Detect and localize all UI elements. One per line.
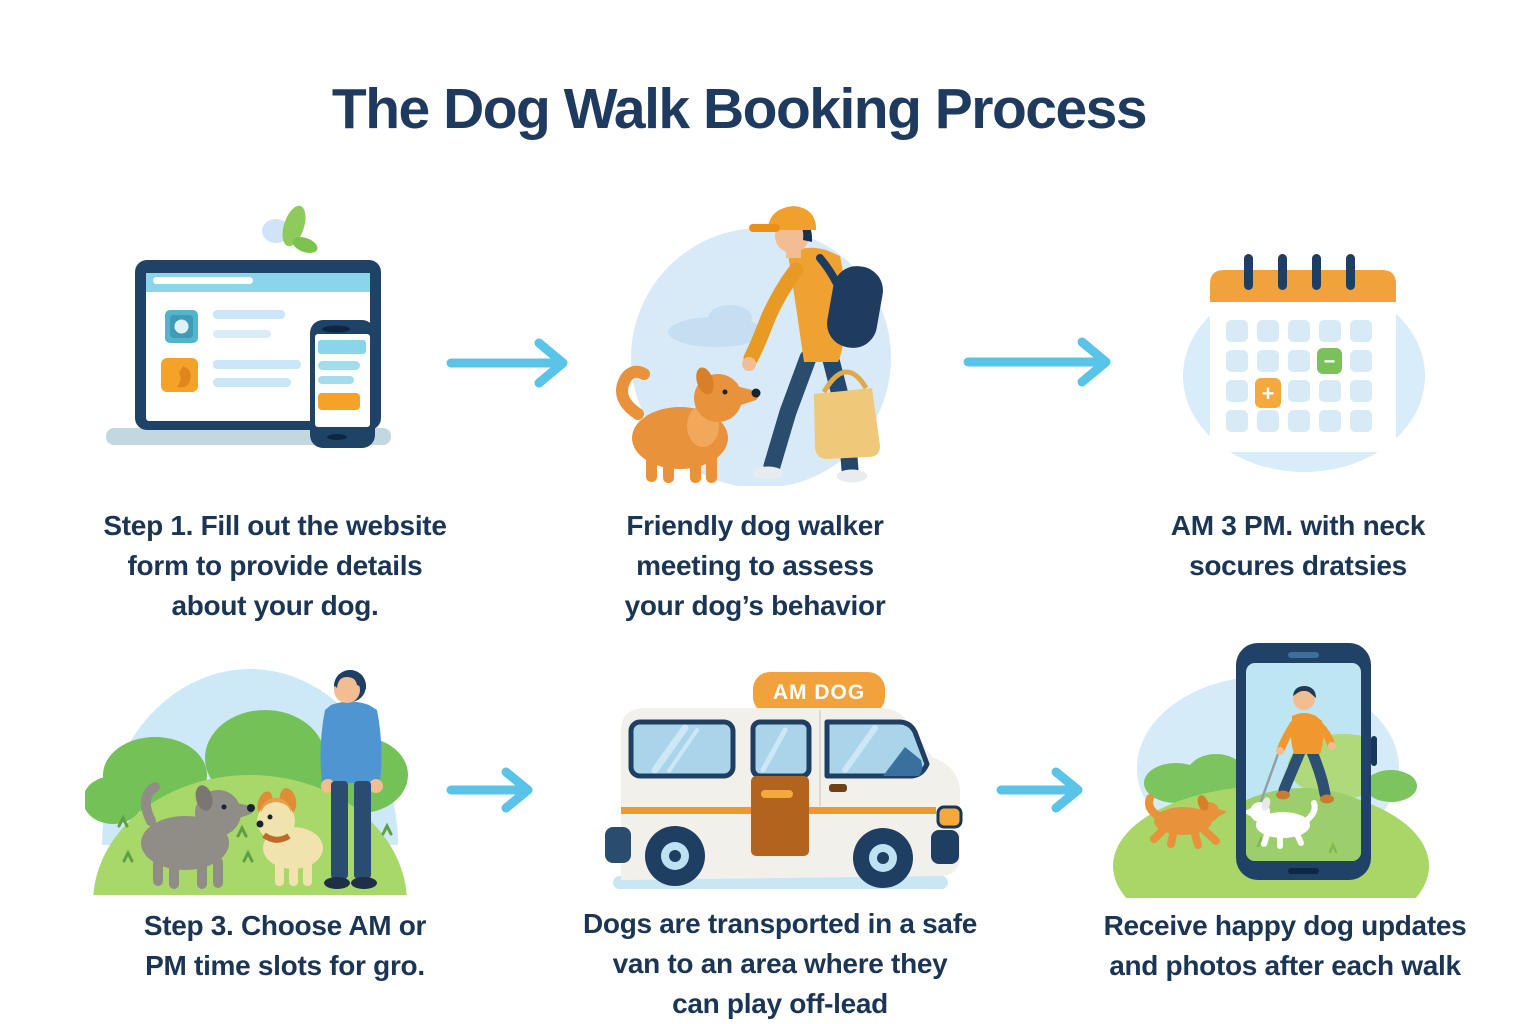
bushes — [1144, 754, 1417, 803]
caption-line: your dog’s behavior — [624, 590, 886, 621]
dog-van-illustration: AM DOG — [605, 672, 963, 889]
owner-icon — [320, 670, 383, 889]
caption-line: form to provide details — [127, 550, 423, 581]
smartphone-icon — [310, 320, 375, 448]
caption-line: Step 3. Choose AM or — [143, 910, 427, 941]
van-sign-label: AM DOG — [773, 681, 865, 704]
van-sign: AM DOG — [753, 672, 885, 714]
caption-line: van to an area where they — [612, 948, 948, 979]
park-scene-illustration — [85, 669, 408, 895]
dog-walker-illustration — [616, 206, 891, 486]
step-1-caption: Step 1. Fill out the website form to pro… — [75, 506, 475, 626]
step-3-caption: AM 3 PM. with neck socures dratsies — [1098, 506, 1498, 586]
step-2-caption: Friendly dog walker meeting to assess yo… — [555, 506, 955, 626]
caption-line: PM time slots for gro. — [145, 950, 425, 981]
photo-dog — [1246, 797, 1318, 849]
laptop-phone-illustration — [106, 205, 391, 448]
caption-line: can play off-lead — [672, 988, 888, 1019]
cream-dog-icon — [256, 788, 323, 886]
step-6-caption: Receive happy dog updates and photos aft… — [1065, 906, 1505, 986]
running-dog-icon — [1145, 794, 1227, 849]
flow-arrow-icon — [963, 337, 1111, 387]
caption-line: Step 1. Fill out the website — [103, 510, 447, 541]
walk-photo — [1246, 663, 1361, 861]
calendar-illustration: − + — [1183, 254, 1425, 472]
caption-line: socures dratsies — [1189, 550, 1407, 581]
phone-icon — [1236, 643, 1377, 880]
dog-icon — [616, 365, 761, 483]
leaf-decoration-icon — [262, 205, 318, 253]
phone-update-illustration — [1113, 643, 1429, 898]
flow-arrow-icon — [996, 767, 1083, 813]
caption-line: Dogs are transported in a safe — [582, 908, 977, 939]
caption-line: AM 3 PM. with neck — [1170, 510, 1426, 541]
step-5-caption: Dogs are transported in a safe van to an… — [560, 904, 1000, 1024]
caption-line: Friendly dog walker — [626, 510, 884, 541]
caption-line: and photos after each walk — [1109, 950, 1461, 981]
calendar-plus-mark: + — [1262, 381, 1275, 406]
van-icon — [605, 708, 963, 888]
caption-line: about your dog. — [171, 590, 379, 621]
caption-line: meeting to assess — [636, 550, 874, 581]
caption-line: Receive happy dog updates — [1103, 910, 1467, 941]
flow-arrow-icon — [446, 767, 533, 813]
wheel-icon — [645, 826, 705, 886]
calendar-minus-mark: − — [1324, 351, 1336, 373]
step-4-caption: Step 3. Choose AM or PM time slots for g… — [85, 906, 485, 986]
photo-walker — [1276, 686, 1336, 804]
calendar-icon: − + — [1210, 254, 1396, 452]
gray-dog-icon — [140, 782, 255, 889]
walker-icon — [742, 206, 883, 483]
page-title: The Dog Walk Booking Process — [331, 77, 1148, 141]
wheel-icon — [853, 828, 913, 888]
flow-arrow-icon — [446, 338, 568, 388]
